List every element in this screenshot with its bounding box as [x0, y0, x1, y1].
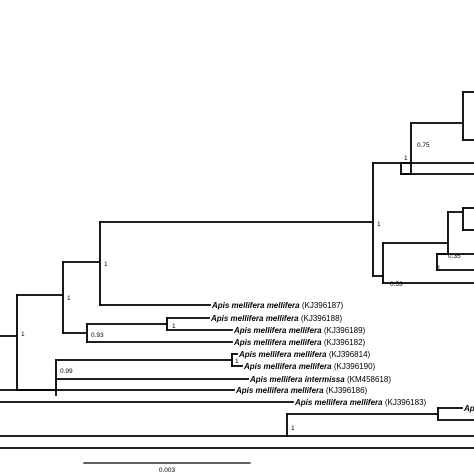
branch-kj396188-89 — [86, 317, 168, 331]
support-value: 0.93 — [91, 332, 104, 339]
branch-clade-035 — [382, 211, 449, 255]
support-value: 1 — [172, 323, 176, 330]
branch-clade-075-top — [410, 91, 464, 141]
branch-clade-a — [16, 261, 64, 334]
branch-root — [0, 294, 18, 391]
scale-bar-label: 0.003 — [159, 467, 176, 474]
taxon-label: Apis mellifera intermissa (KM458618) — [249, 375, 391, 384]
taxon-label: Apis mellifera mellifera (KJ396187) — [211, 301, 344, 310]
support-value: 1 — [291, 425, 295, 432]
branch-clade-075 — [372, 122, 412, 175]
branch-clade-053 — [372, 242, 384, 284]
taxon-label: Apis mellifera mellifera (KJ396183) — [294, 398, 427, 407]
support-value: 1 — [235, 358, 239, 365]
taxon-label: Apis mellifera mellifera (KJ396189) — [233, 326, 366, 335]
branch-clade-bottom-top — [286, 407, 439, 421]
taxon-label: Apis mellifera mellifera (KJ396190) — [243, 362, 376, 371]
support-value: 0.99 — [60, 368, 73, 375]
taxon-label: Apis mellifera mellifera (KJ396188) — [210, 314, 343, 323]
taxon-label: Ap — [463, 404, 474, 413]
taxon-labels: Apis mellifera mellifera (KJ396187) Apis… — [210, 301, 474, 413]
scale-bar: 0.003 — [83, 462, 251, 474]
taxon-label: Apis mellifera mellifera (KJ396186) — [235, 386, 368, 395]
branch-clade-035-top — [447, 207, 464, 231]
support-value: 1 — [377, 221, 381, 228]
support-value: 1 — [67, 295, 71, 302]
taxon-label: Apis mellifera mellifera (KJ396814) — [238, 350, 371, 359]
support-value: 1 — [404, 155, 408, 162]
support-value: 1 — [437, 265, 441, 272]
branch-clade-075-bottom — [400, 162, 412, 175]
tree-branches — [0, 91, 474, 449]
support-value: 0.75 — [417, 142, 430, 149]
branch-clade-bottom — [0, 413, 288, 437]
support-value: 0.53 — [390, 281, 403, 288]
branch-clade-c — [99, 162, 374, 277]
support-value: 1 — [21, 331, 25, 338]
taxon-label: Apis mellifera mellifera (KJ396182) — [233, 338, 366, 347]
support-values: 0.75 1 1 0.35 1 0.53 1 1 1 0.93 1 0.99 1… — [21, 142, 461, 432]
branch-clade-093 — [62, 323, 88, 343]
branch-kj396814-90 — [55, 353, 233, 367]
support-value: 0.35 — [448, 253, 461, 260]
branch-clade-b — [62, 221, 101, 306]
support-value: 1 — [104, 261, 108, 268]
